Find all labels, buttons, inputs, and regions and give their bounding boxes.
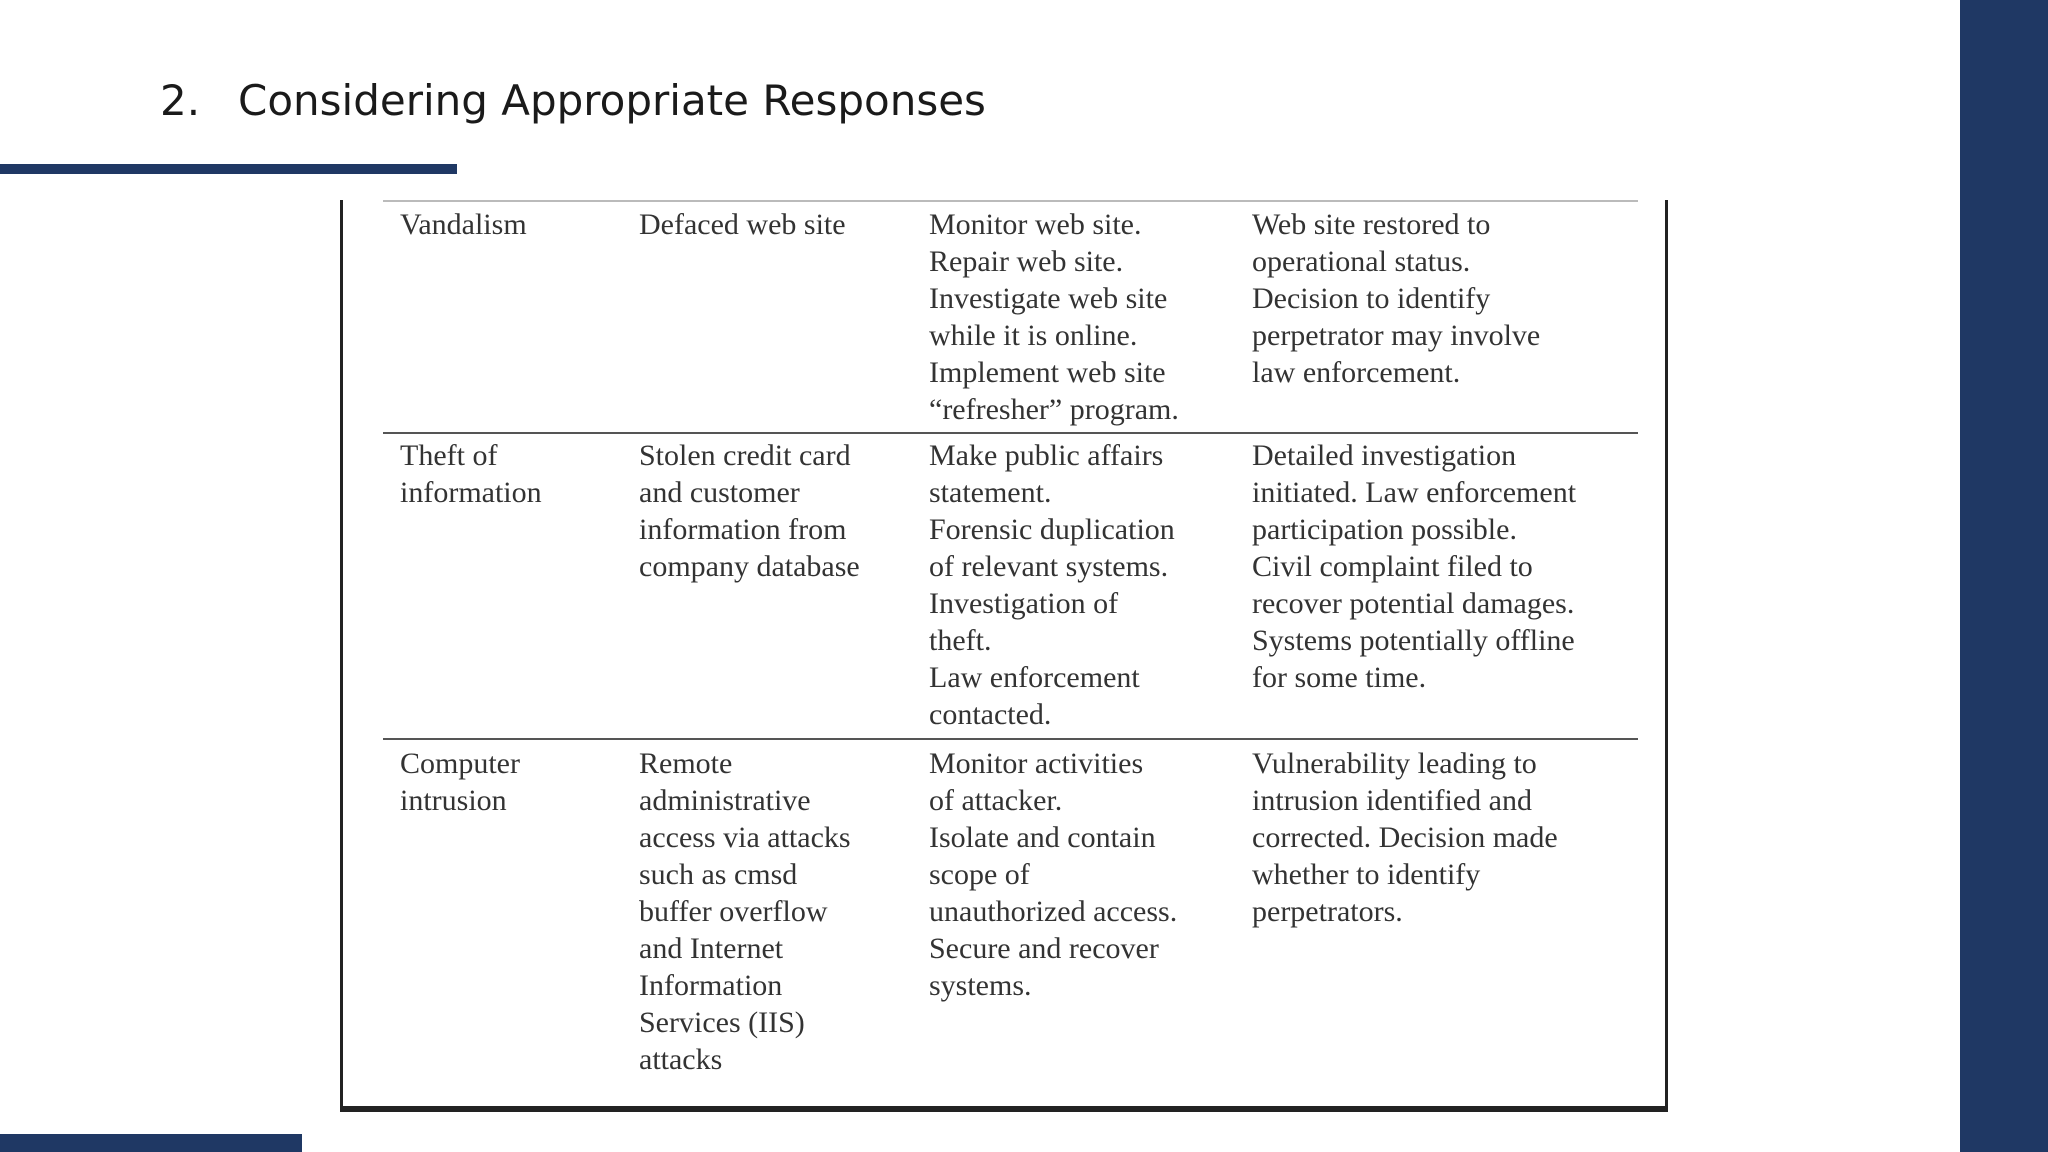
title-number: 2.: [160, 76, 201, 125]
incident-type-cell: Vandalism: [400, 208, 527, 241]
row-divider: [383, 738, 1638, 740]
row-divider: [383, 432, 1638, 434]
title-text: Considering Appropriate Responses: [238, 76, 986, 125]
response-table: Vandalism Defaced web site Monitor web s…: [340, 200, 1668, 1112]
example-cell: Defaced web site: [639, 208, 846, 241]
slide-title: 2. Considering Appropriate Responses: [160, 76, 986, 125]
title-underline: [0, 164, 457, 174]
outcome-cell: Detailed investigation initiated. Law en…: [1252, 439, 1577, 694]
response-cell: Monitor web site. Repair web site. Inves…: [929, 208, 1179, 426]
table-top-rule: [383, 200, 1638, 202]
outcome-cell: Web site restored to operational status.…: [1252, 208, 1541, 389]
incident-type-cell: Computer intrusion: [400, 747, 520, 817]
example-cell: Stolen credit card and customer informat…: [639, 439, 860, 583]
response-cell: Make public affairs statement. Forensic …: [929, 439, 1175, 731]
right-accent-band: [1960, 0, 2048, 1152]
example-cell: Remote administrative access via attacks…: [639, 747, 851, 1076]
incident-type-cell: Theft of information: [400, 439, 542, 509]
bottom-accent-bar: [0, 1134, 302, 1152]
response-cell: Monitor activities of attacker. Isolate …: [929, 747, 1178, 1002]
outcome-cell: Vulnerability leading to intrusion ident…: [1252, 747, 1558, 928]
